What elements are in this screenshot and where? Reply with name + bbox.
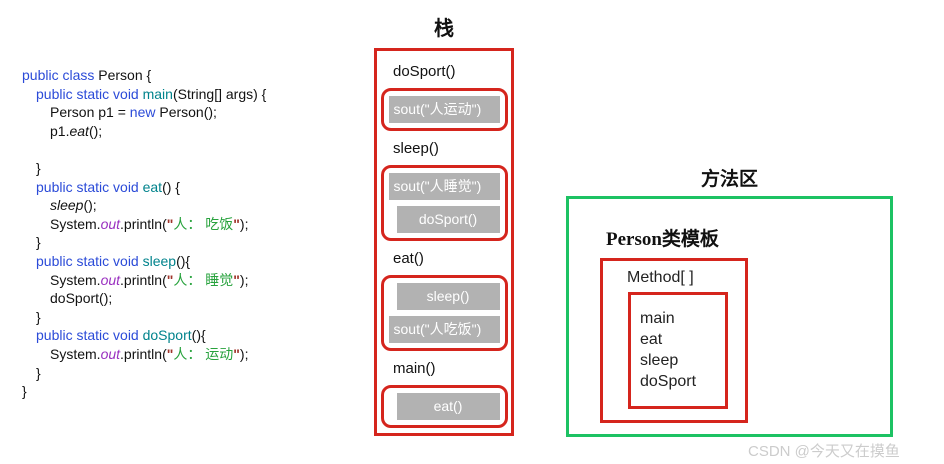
code-segment: sleep [50,197,84,214]
method-list-item: eat [640,331,663,348]
method-list-item: doSport [640,373,697,390]
code-line: } [22,233,266,252]
code-line: } [22,308,266,327]
code-segment: } [36,234,41,251]
call-chip: sleep() [396,283,500,310]
code-line: System.out.println("人： 运动"); [22,345,266,364]
code-segment: public static void [36,252,143,269]
code-segment: Person { [98,67,152,83]
method-array-label: Method[ ] [627,269,694,286]
code-line: public class Person { [22,66,266,85]
code-segment: (String[] args) { [172,85,267,102]
code-segment: (){ [176,252,191,269]
method-array-box: Method[ ] main eat sleep doSport [600,258,748,423]
code-line: } [22,382,266,401]
stack-frame: sout("人睡觉") doSport() [380,165,508,241]
code-segment: p1. [50,122,70,139]
code-line: public static void sleep(){ [22,252,266,271]
code-segment: doSport [142,327,192,344]
code-segment: " [166,271,174,288]
code-segment: ); [239,271,249,288]
stack-frame: eat() [380,385,508,428]
code-segment: eat [142,178,163,195]
code-line: public static void eat() { [22,178,266,197]
code-segment: 人： 睡觉 [173,271,234,288]
code-segment: main [142,85,173,102]
stack-frame-label: main() [393,360,436,377]
code-segment: } [22,383,27,400]
code-line: System.out.println("人： 吃饭"); [22,215,266,234]
method-list-item: sleep [640,352,679,369]
code-line: p1.eat(); [22,122,266,141]
code-segment: 人： 吃饭 [173,215,234,232]
code-line: } [22,364,266,383]
code-segment: } [36,308,41,325]
class-template-label: Person类模板 [606,229,719,250]
code-segment: public class [22,67,99,83]
java-code-panel: public class Person {public static void … [22,66,266,401]
code-segment: Person(); [155,104,217,121]
code-segment: .println( [120,345,167,362]
code-segment: sleep [142,252,177,269]
code-segment: " [166,215,174,232]
method-list-box: main eat sleep doSport [628,292,728,409]
code-segment: " [233,215,240,232]
method-area-box [566,196,893,437]
watermark: CSDN @今天又在摸鱼 [748,443,900,460]
code-segment: (); [83,197,97,214]
code-segment: doSport(); [50,290,113,307]
code-line: public static void main(String[] args) { [22,85,266,104]
code-segment: Person p1 = [50,104,130,121]
call-chip: sout("人睡觉") [388,173,500,200]
stack-frame-label: eat() [393,250,424,267]
code-segment: .println( [120,271,167,288]
stack-frame: sout("人运动") [380,88,508,131]
code-segment: 人： 运动 [173,345,234,362]
code-segment: " [233,271,240,288]
call-chip: sout("人运动") [388,96,500,123]
method-area-title: 方法区 [700,169,758,190]
stack-title: 栈 [434,18,454,40]
code-segment: System. [50,215,101,232]
stack-frame: sleep() sout("人吃饭") [380,275,508,351]
call-chip: sout("人吃饭") [388,316,500,343]
code-segment: " [166,345,174,362]
method-list-item: main [640,310,675,327]
code-segment: ); [239,215,249,232]
code-segment: System. [50,345,101,362]
code-segment: out [100,345,121,362]
code-segment: public static void [36,327,143,344]
code-segment: public static void [36,178,143,195]
code-line: sleep(); [22,196,266,215]
code-segment: out [100,215,121,232]
code-line: System.out.println("人： 睡觉"); [22,271,266,290]
code-segment: (){ [191,327,206,344]
code-segment: (); [88,122,103,139]
code-segment: " [233,345,240,362]
code-segment: new [129,104,156,121]
code-segment: out [100,271,121,288]
code-segment: } [36,364,41,381]
code-line [22,140,266,159]
stack-frame-label: sleep() [393,140,439,157]
code-line: public static void doSport(){ [22,326,266,345]
code-segment: () { [162,178,180,195]
stack-box: doSport() sout("人运动") sleep() sout("人睡觉") do… [374,48,514,436]
stack-frame-label: doSport() [393,63,456,80]
code-line: doSport(); [22,289,266,308]
code-segment: } [36,159,41,176]
code-segment: .println( [120,215,167,232]
code-line: } [22,159,266,178]
code-segment: public static void [36,85,143,102]
code-segment: eat [69,122,89,139]
code-segment: ); [239,345,249,362]
code-line: Person p1 = new Person(); [22,103,266,122]
code-segment: System. [50,271,101,288]
call-chip: doSport() [396,206,500,233]
call-chip: eat() [396,393,500,420]
